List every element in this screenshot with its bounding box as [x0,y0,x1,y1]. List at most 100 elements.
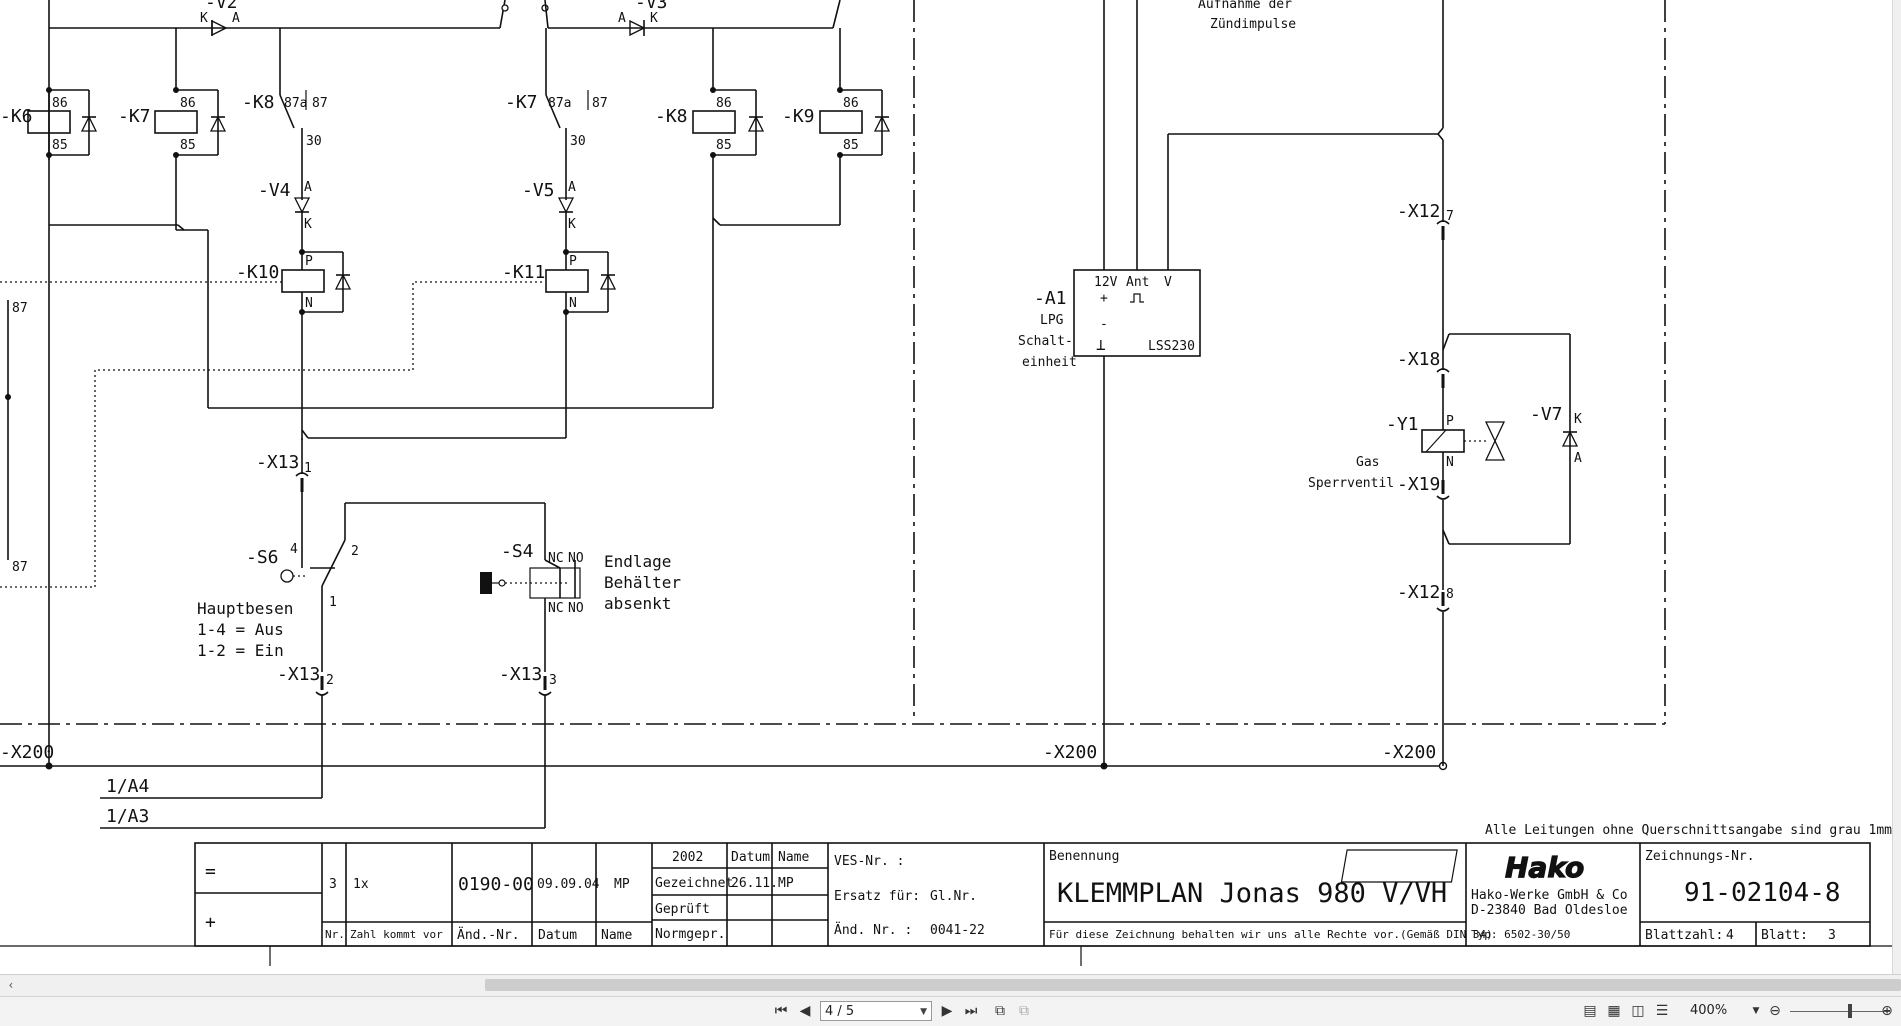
svg-text:A: A [568,180,576,195]
svg-text:=: = [205,861,216,882]
vertical-scrollbar[interactable] [1892,0,1901,974]
svg-text:-V7: -V7 [1530,404,1563,425]
svg-text:P: P [1446,414,1454,429]
scroll-mode-icon[interactable]: ☰ [1655,1003,1669,1019]
svg-text:Normgepr.: Normgepr. [655,927,725,942]
svg-text:Endlage: Endlage [604,552,671,571]
svg-text:LSS230: LSS230 [1148,339,1195,354]
svg-text:-X19: -X19 [1397,474,1440,495]
x200-right-label: -X200 [1382,742,1436,763]
two-page-view-icon[interactable]: ◫ [1631,1003,1645,1019]
svg-text:85: 85 [180,138,196,153]
svg-text:87a: 87a [284,96,307,111]
svg-text:Behälter: Behälter [604,573,681,592]
schematic-drawing: -X200 -X200 -X200 -V2 K A -V3 A K -K6 86… [0,0,1893,966]
svg-text:Datum: Datum [731,850,770,865]
svg-text:1: 1 [329,595,337,610]
svg-text:Blatt:: Blatt: [1761,928,1808,943]
svg-text:Zündimpulse: Zündimpulse [1210,17,1296,32]
first-page-icon[interactable]: ⏮ [774,1003,788,1019]
svg-text:1-4 = Aus: 1-4 = Aus [197,620,284,639]
zoom-out-icon[interactable]: ⊖ [1769,1003,1781,1019]
svg-text:Nr.: Nr. [325,928,345,941]
svg-text:Name: Name [778,850,809,865]
svg-text:N: N [1446,455,1454,470]
last-page-icon[interactable]: ⏭ [964,1003,978,1019]
svg-text:-X12: -X12 [1397,201,1440,222]
scroll-left-icon[interactable]: ‹ [7,978,15,992]
svg-text:86: 86 [180,96,196,111]
svg-text:12V: 12V [1094,275,1118,290]
svg-text:Zeichnungs-Nr.: Zeichnungs-Nr. [1645,849,1755,864]
connector-x12-7: -X12 7 [1397,140,1454,240]
v2-label: -V2 [205,0,238,13]
single-page-view-icon[interactable]: ▤ [1583,1003,1597,1019]
horizontal-scrollbar[interactable]: ‹ [0,974,1901,997]
svg-text:2: 2 [326,673,334,688]
next-page-icon[interactable]: ▶ [941,1003,953,1019]
svg-text:-X13: -X13 [277,664,320,685]
svg-text:2002: 2002 [672,850,703,865]
cross-section-note: Alle Leitungen ohne Querschnittsangabe s… [1485,823,1893,838]
switch-s4: -S4 NC NO NC NO Endlage Behälter absenkt [480,503,681,672]
zoom-in-icon[interactable]: ⊕ [1881,1003,1893,1019]
zoom-slider-handle[interactable] [1848,1004,1852,1018]
svg-text:26.11.: 26.11. [731,876,778,891]
hako-logo: Hako [1340,849,1585,885]
page-number-field[interactable]: 4 / 5 ▼ [820,1001,932,1021]
svg-text:-V5: -V5 [522,180,555,201]
connector-x19: -X19 [1397,474,1450,500]
svg-text:0041-22: 0041-22 [930,923,985,938]
connector-x13-3: -X13 3 [499,664,557,828]
svg-text:K: K [1574,412,1582,427]
svg-text:NO: NO [568,551,584,566]
svg-text:-X13: -X13 [256,452,299,473]
svg-text:Schalt-: Schalt- [1018,334,1073,349]
k8-contact-left: -K8 87a 87 30 [242,28,328,200]
document-viewport[interactable]: -X200 -X200 -X200 -V2 K A -V3 A K -K6 86… [0,0,1901,974]
ref-a4: 1/A4 [106,776,149,797]
svg-text:P: P [569,254,577,269]
svg-text:A: A [1574,451,1582,466]
zoom-dropdown-icon[interactable]: ▼ [1752,1006,1760,1016]
svg-text:Gl.Nr.: Gl.Nr. [930,889,977,904]
svg-text:Für diese Zeichnung behalten w: Für diese Zeichnung behalten wir uns all… [1049,928,1493,941]
svg-text:87: 87 [12,301,28,316]
svg-text:LPG: LPG [1040,313,1064,328]
svg-text:+: + [205,912,216,933]
svg-text:Sperrventil: Sperrventil [1308,476,1394,491]
viewer-toolbar: ⏮ ◀ 4 / 5 ▼ ▶ ⏭ ⧉ ⧉ ▤ ▦ ◫ ☰ 400% ▼ ⊖ ⊕ [0,996,1901,1026]
chevron-down-icon[interactable]: ▼ [920,1007,927,1017]
svg-text:-K8: -K8 [655,106,688,127]
svg-text:30: 30 [306,134,322,149]
svg-text:-X18: -X18 [1397,349,1440,370]
continuous-view-icon[interactable]: ▦ [1607,1003,1621,1019]
svg-text:⊥: ⊥ [1096,335,1106,354]
svg-text:V: V [1164,275,1172,290]
prev-page-icon[interactable]: ◀ [799,1003,811,1019]
drawing-title: KLEMMPLAN Jonas 980 V/VH [1057,878,1447,909]
svg-text:Hauptbesen: Hauptbesen [197,599,293,618]
svg-text:-: - [1100,317,1108,332]
svg-text:VES-Nr. :: VES-Nr. : [834,854,904,869]
zoom-level[interactable]: 400% [1690,1003,1728,1018]
svg-text:-K8: -K8 [242,92,275,113]
copy-icon[interactable]: ⧉ [995,1003,1005,1019]
horizontal-scroll-thumb[interactable] [485,979,1901,991]
connector-x13-2: -X13 2 [277,664,334,798]
svg-text:NC: NC [548,551,564,566]
svg-text:0190-00: 0190-00 [458,874,534,895]
svg-text:1: 1 [304,461,312,476]
x200-mid-label: -X200 [1043,742,1097,763]
svg-text:Zahl kommt vor: Zahl kommt vor [350,928,443,941]
paste-icon[interactable]: ⧉ [1019,1003,1029,1019]
ref-a3: 1/A3 [106,806,149,827]
svg-text:86: 86 [52,96,68,111]
svg-text:Blattzahl:: Blattzahl: [1645,928,1723,943]
svg-text:1x: 1x [353,877,369,892]
zoom-slider[interactable] [1790,1011,1890,1012]
svg-text:N: N [569,296,577,311]
diode-v4: -V4 A K [258,180,312,252]
connector-x13-1: -X13 1 [256,438,312,492]
svg-text:Geprüft: Geprüft [655,902,710,917]
